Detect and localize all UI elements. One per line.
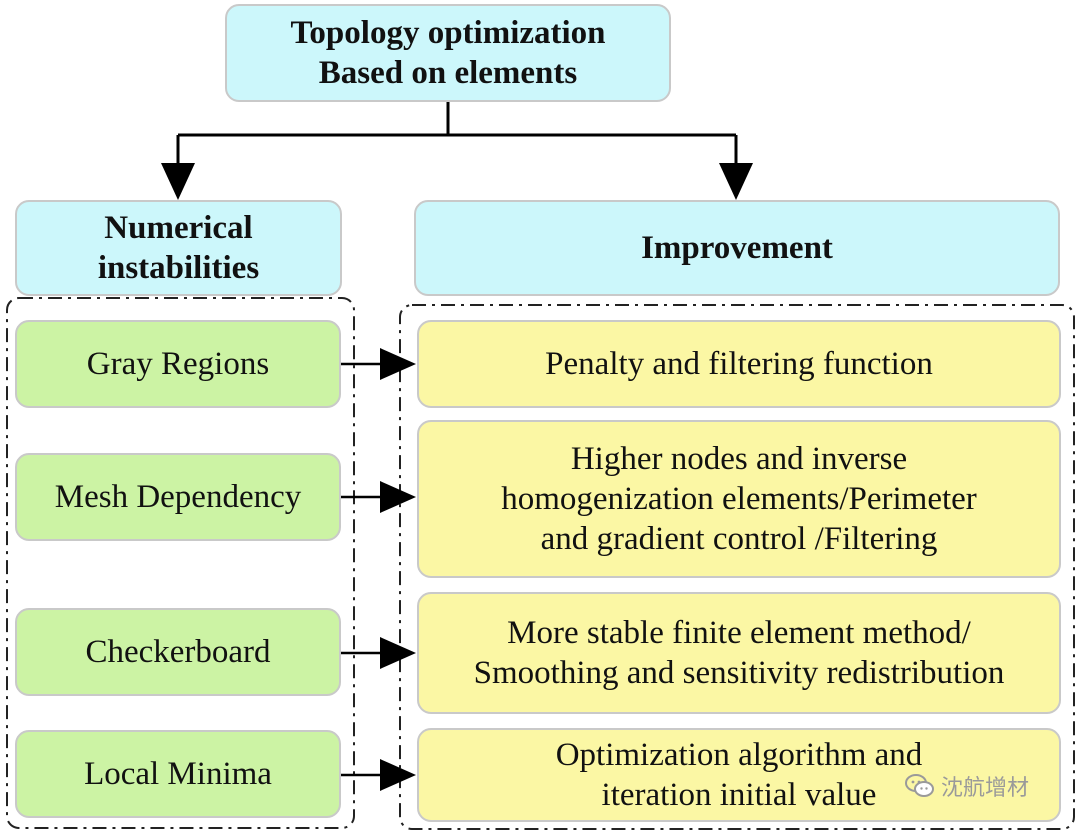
arrow-to-instabilities	[161, 163, 195, 200]
improvement-text: Higher nodes and inverse homogenization …	[501, 440, 977, 558]
instability-label: Local Minima	[84, 755, 272, 792]
instability-label: Checkerboard	[85, 633, 271, 670]
instabilities-header: Numerical instabilities	[15, 200, 342, 296]
improvement-text: More stable finite element method/ Smoot…	[473, 614, 1005, 691]
improvement-header: Improvement	[414, 200, 1060, 296]
improvement-group-border	[399, 304, 1075, 830]
instability-local-minima: Local Minima	[15, 730, 341, 818]
instabilities-group-border	[6, 297, 355, 829]
watermark-text: 沈航增材	[941, 776, 1030, 801]
wechat-icon	[905, 774, 934, 797]
instability-checkerboard: Checkerboard	[15, 608, 341, 696]
instability-label: Gray Regions	[86, 345, 270, 382]
root-node: Topology optimization Based on elements	[225, 4, 671, 102]
instability-label: Mesh Dependency	[54, 478, 302, 515]
instabilities-header-label: Numerical instabilities	[97, 209, 260, 286]
improvement-text: Optimization algorithm and iteration ini…	[555, 736, 923, 813]
row-arrow-2	[340, 481, 416, 513]
improvement-optimization-algorithm: Optimization algorithm and iteration ini…	[417, 728, 1061, 822]
root-node-label: Topology optimization Based on elements	[290, 14, 606, 91]
root-connector	[161, 102, 753, 200]
arrow-to-improvement	[719, 163, 753, 200]
improvement-header-label: Improvement	[641, 229, 833, 266]
instability-mesh-dependency: Mesh Dependency	[15, 453, 341, 541]
row-arrow-4	[340, 759, 416, 791]
watermark: 沈航增材	[905, 770, 1029, 802]
improvement-text: Penalty and filtering function	[545, 345, 933, 382]
improvement-higher-nodes: Higher nodes and inverse homogenization …	[417, 420, 1061, 578]
row-arrow-3	[340, 637, 416, 669]
instability-gray-regions: Gray Regions	[15, 320, 341, 408]
row-arrow-1	[340, 348, 416, 380]
improvement-stable-fem: More stable finite element method/ Smoot…	[417, 592, 1061, 714]
improvement-penalty-filtering: Penalty and filtering function	[417, 320, 1061, 408]
